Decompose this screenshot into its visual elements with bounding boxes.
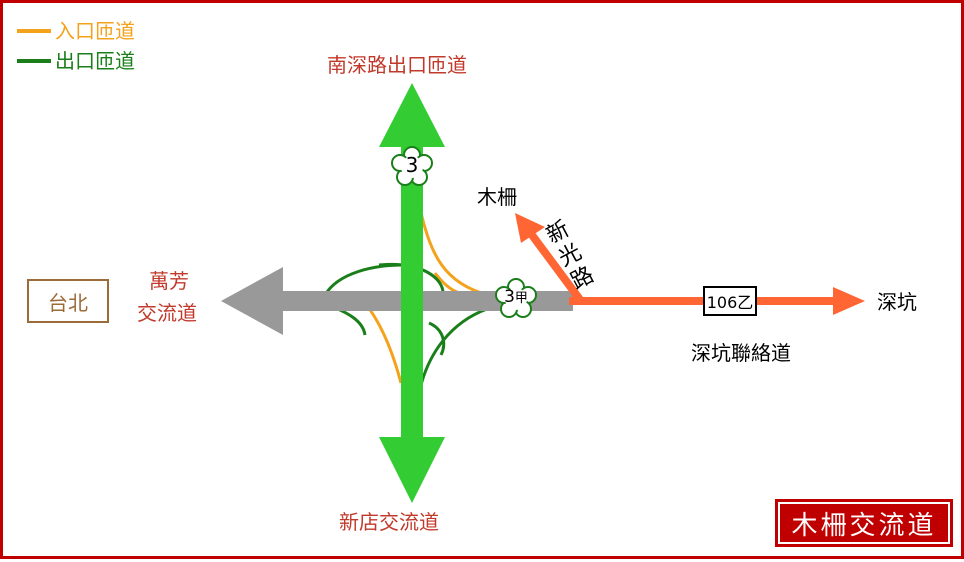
- freeway-3a-number: 3甲: [499, 287, 533, 307]
- legend-entrance-swatch: [17, 29, 51, 33]
- freeway-3: [379, 83, 445, 503]
- label-north-exit: 南深路出口匝道: [327, 53, 467, 77]
- road-map: [221, 83, 865, 503]
- diagram-title: 木柵交流道: [775, 499, 953, 547]
- ramp-exit-nw: [323, 263, 404, 296]
- label-shenkeng: 深坑: [877, 290, 917, 314]
- provincial-106b-sign: 106乙: [703, 286, 757, 316]
- connector-road-east-arrow: [833, 287, 865, 315]
- label-connector: 深坑聯絡道: [691, 341, 791, 365]
- legend-exit: 出口匝道: [17, 49, 135, 73]
- label-taipei: 台北: [27, 279, 109, 323]
- xinguang-road-arrow: [515, 213, 545, 243]
- xinguang-road-line: [525, 228, 585, 304]
- label-south-exit: 新店交流道: [339, 510, 439, 534]
- expressway-3a-west-arrow: [221, 267, 283, 335]
- ramp-entrance-ne: [419, 212, 489, 297]
- freeway-3-number: 3: [405, 153, 419, 177]
- freeway-3a-shield: [495, 278, 537, 318]
- legend-exit-swatch: [17, 59, 51, 63]
- label-west-exit-line1: 萬芳: [149, 269, 189, 293]
- legend-entrance: 入口匝道: [17, 19, 135, 43]
- ramp-entrance-sw: [363, 302, 403, 384]
- freeway-3a-num: 3: [504, 287, 515, 307]
- freeway-3-north-arrow: [379, 83, 445, 147]
- legend-exit-label: 出口匝道: [55, 49, 135, 73]
- label-muzha: 木柵: [477, 185, 517, 209]
- ramp-exit-se: [419, 307, 488, 386]
- ramp-exit-w: [332, 305, 367, 336]
- legend-entrance-label: 入口匝道: [55, 19, 135, 43]
- ramp-exit-loop: [378, 262, 445, 294]
- freeway-3-body: [401, 141, 423, 467]
- freeway-3a-suffix: 甲: [514, 291, 528, 306]
- freeway-3-south-arrow: [379, 437, 445, 503]
- label-west-exit-line2: 交流道: [137, 301, 197, 325]
- ramp-exit-e: [428, 321, 446, 356]
- freeway-3-shield: [391, 146, 433, 186]
